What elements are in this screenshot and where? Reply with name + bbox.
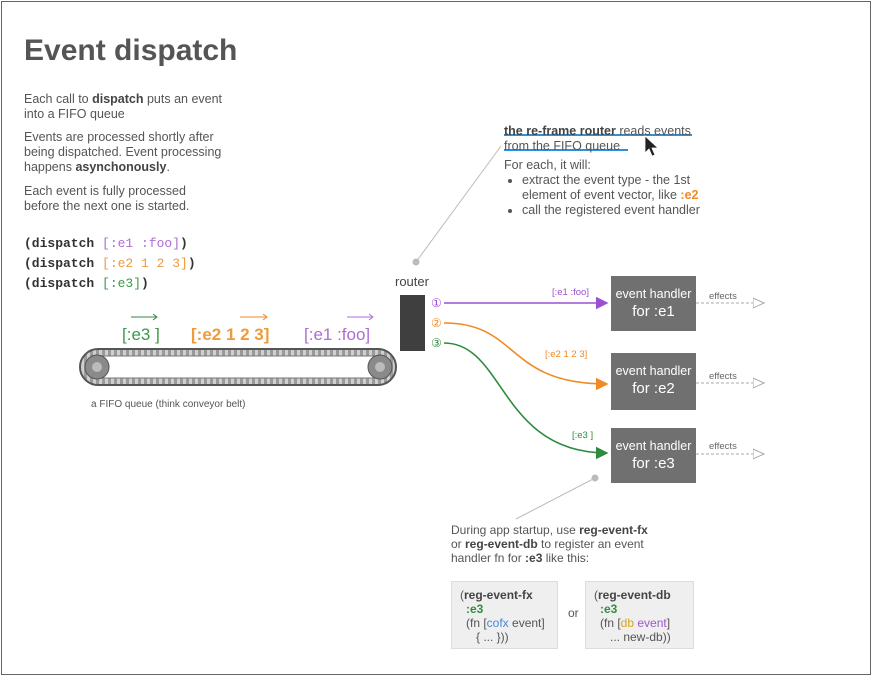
event-handler-e1: event handler for :e1 [611,276,696,331]
queue-event-e3: [:e3 ] [122,325,160,344]
startup-pointer-line [515,477,596,520]
reframe-note-rest: reads events from the FIFO queue [504,124,691,153]
code-line-1: (dispatch [:e1 :foo]) [24,236,188,251]
intro-para-2: Events are processed shortly after being… [24,130,239,175]
code-fn: (dispatch [24,236,103,251]
reframe-note-bullets: extract the event type - the 1st element… [504,173,709,218]
route-tag-e3: [:e3 ] [572,430,594,441]
db-db: db [620,616,635,630]
or-label: or [568,606,579,620]
db-key: :e3 [600,602,618,616]
startup-text-c: or [451,537,466,551]
route-e2-arrow [443,322,609,391]
code-arg-e3: [:e3] [102,276,142,291]
reframe-note-heading: the re-frame router reads events from th… [504,124,699,154]
code-fn: (dispatch [24,276,103,291]
effects-label-3: effects [709,441,737,452]
handler-e1-line2: for :e1 [632,303,675,320]
db-l3d: ] [666,616,671,630]
note-pointer-dot [412,258,420,266]
left-gear-icon [84,354,110,380]
handler-e1-line1: event handler [615,287,692,301]
handler-e2-line1: event handler [615,364,692,378]
handler-e2-line2: for :e2 [632,380,675,397]
route-e3-arrow [443,342,609,460]
intro-p1-keyword: dispatch [92,92,144,106]
startup-text-e: to register an event handler fn for [451,537,644,565]
router-output-3: ③ [431,336,442,350]
db-fn: reg-event-db [598,588,671,602]
code-box-reg-event-db: (reg-event-db :e3 (fn [db event] ... new… [585,581,694,649]
intro-p2-text-end: . [166,160,170,174]
fx-cofx: cofx [486,616,509,630]
db-open: ( [594,588,598,602]
right-gear-icon [367,354,393,380]
bullet-1-keyword: :e2 [680,188,699,202]
reframe-note-bullet-1: extract the event type - the 1st element… [522,173,709,203]
code-close: ) [141,276,149,291]
fx-key: :e3 [466,602,484,616]
bullet-1-text: extract the event type - the 1st element… [522,173,691,202]
reframe-note-bold: the re-frame router [504,124,616,138]
mouse-cursor-icon [644,135,660,157]
queue-event-e1: [:e1 :foo] [304,325,371,344]
queue-motion-arrows [131,313,374,321]
code-arg-e2: [:e2 1 2 3] [102,256,188,271]
router-label: router [395,274,429,289]
handler-e3-line2: for :e3 [632,455,675,472]
code-line-3: (dispatch [:e3]) [24,276,149,291]
startup-e3: :e3 [525,551,543,565]
fx-l3a: (fn [ [466,616,487,630]
router-box [400,295,425,351]
db-event: event [634,616,667,630]
reframe-note-for-each: For each, it will: [504,158,591,172]
code-fn: (dispatch [24,256,103,271]
startup-note: During app startup, use reg-event-fx or … [451,523,661,565]
route-tag-e1: [:e1 :foo] [552,287,589,298]
event-handler-e3: event handler for :e3 [611,428,696,483]
reframe-note-body: For each, it will: extract the event typ… [504,158,709,218]
event-handler-e2: event handler for :e2 [611,353,696,410]
handler-e3-line1: event handler [615,439,692,453]
db-l4: ... new-db)) [610,630,671,644]
code-box-reg-event-fx: (reg-event-fx :e3 (fn [cofx event] { ...… [451,581,558,649]
queue-event-e2: [:e2 1 2 3] [191,325,270,344]
router-output-2: ② [431,316,442,330]
effects-label-2: effects [709,371,737,382]
router-output-1: ① [431,296,442,310]
intro-para-1: Each call to dispatch puts an event into… [24,92,244,122]
conveyor-belt [79,348,397,386]
startup-fx: reg-event-fx [579,523,648,537]
reframe-note-bullet-2: call the registered event handler [522,203,709,218]
startup-db: reg-event-db [465,537,538,551]
db-l3a: (fn [ [600,616,621,630]
startup-text-g: like this: [542,551,590,565]
page-title: Event dispatch [24,34,238,67]
fx-fn: reg-event-fx [464,588,533,602]
startup-text-a: During app startup, use [451,523,580,537]
fx-l4: { ... })) [476,630,509,644]
fx-l3c: event] [508,616,545,630]
note-pointer-line [415,145,502,263]
intro-p1-text: Each call to [24,92,93,106]
code-close: ) [180,236,188,251]
intro-p1-text-end: puts an event into a FIFO queue [24,92,223,121]
startup-pointer-dot [591,474,599,482]
intro-p2-text: Events are processed shortly after being… [24,130,222,174]
queue-caption: a FIFO queue (think conveyor belt) [91,399,246,410]
intro-p2-keyword: asynchonously [75,160,167,174]
code-line-2: (dispatch [:e2 1 2 3]) [24,256,196,271]
route-tag-e2: [:e2 1 2 3] [545,349,588,360]
code-close: ) [187,256,196,271]
effects-label-1: effects [709,291,737,302]
code-arg-e1: [:e1 :foo] [102,236,181,251]
fx-open: ( [460,588,464,602]
intro-para-3: Each event is fully processed before the… [24,184,190,213]
